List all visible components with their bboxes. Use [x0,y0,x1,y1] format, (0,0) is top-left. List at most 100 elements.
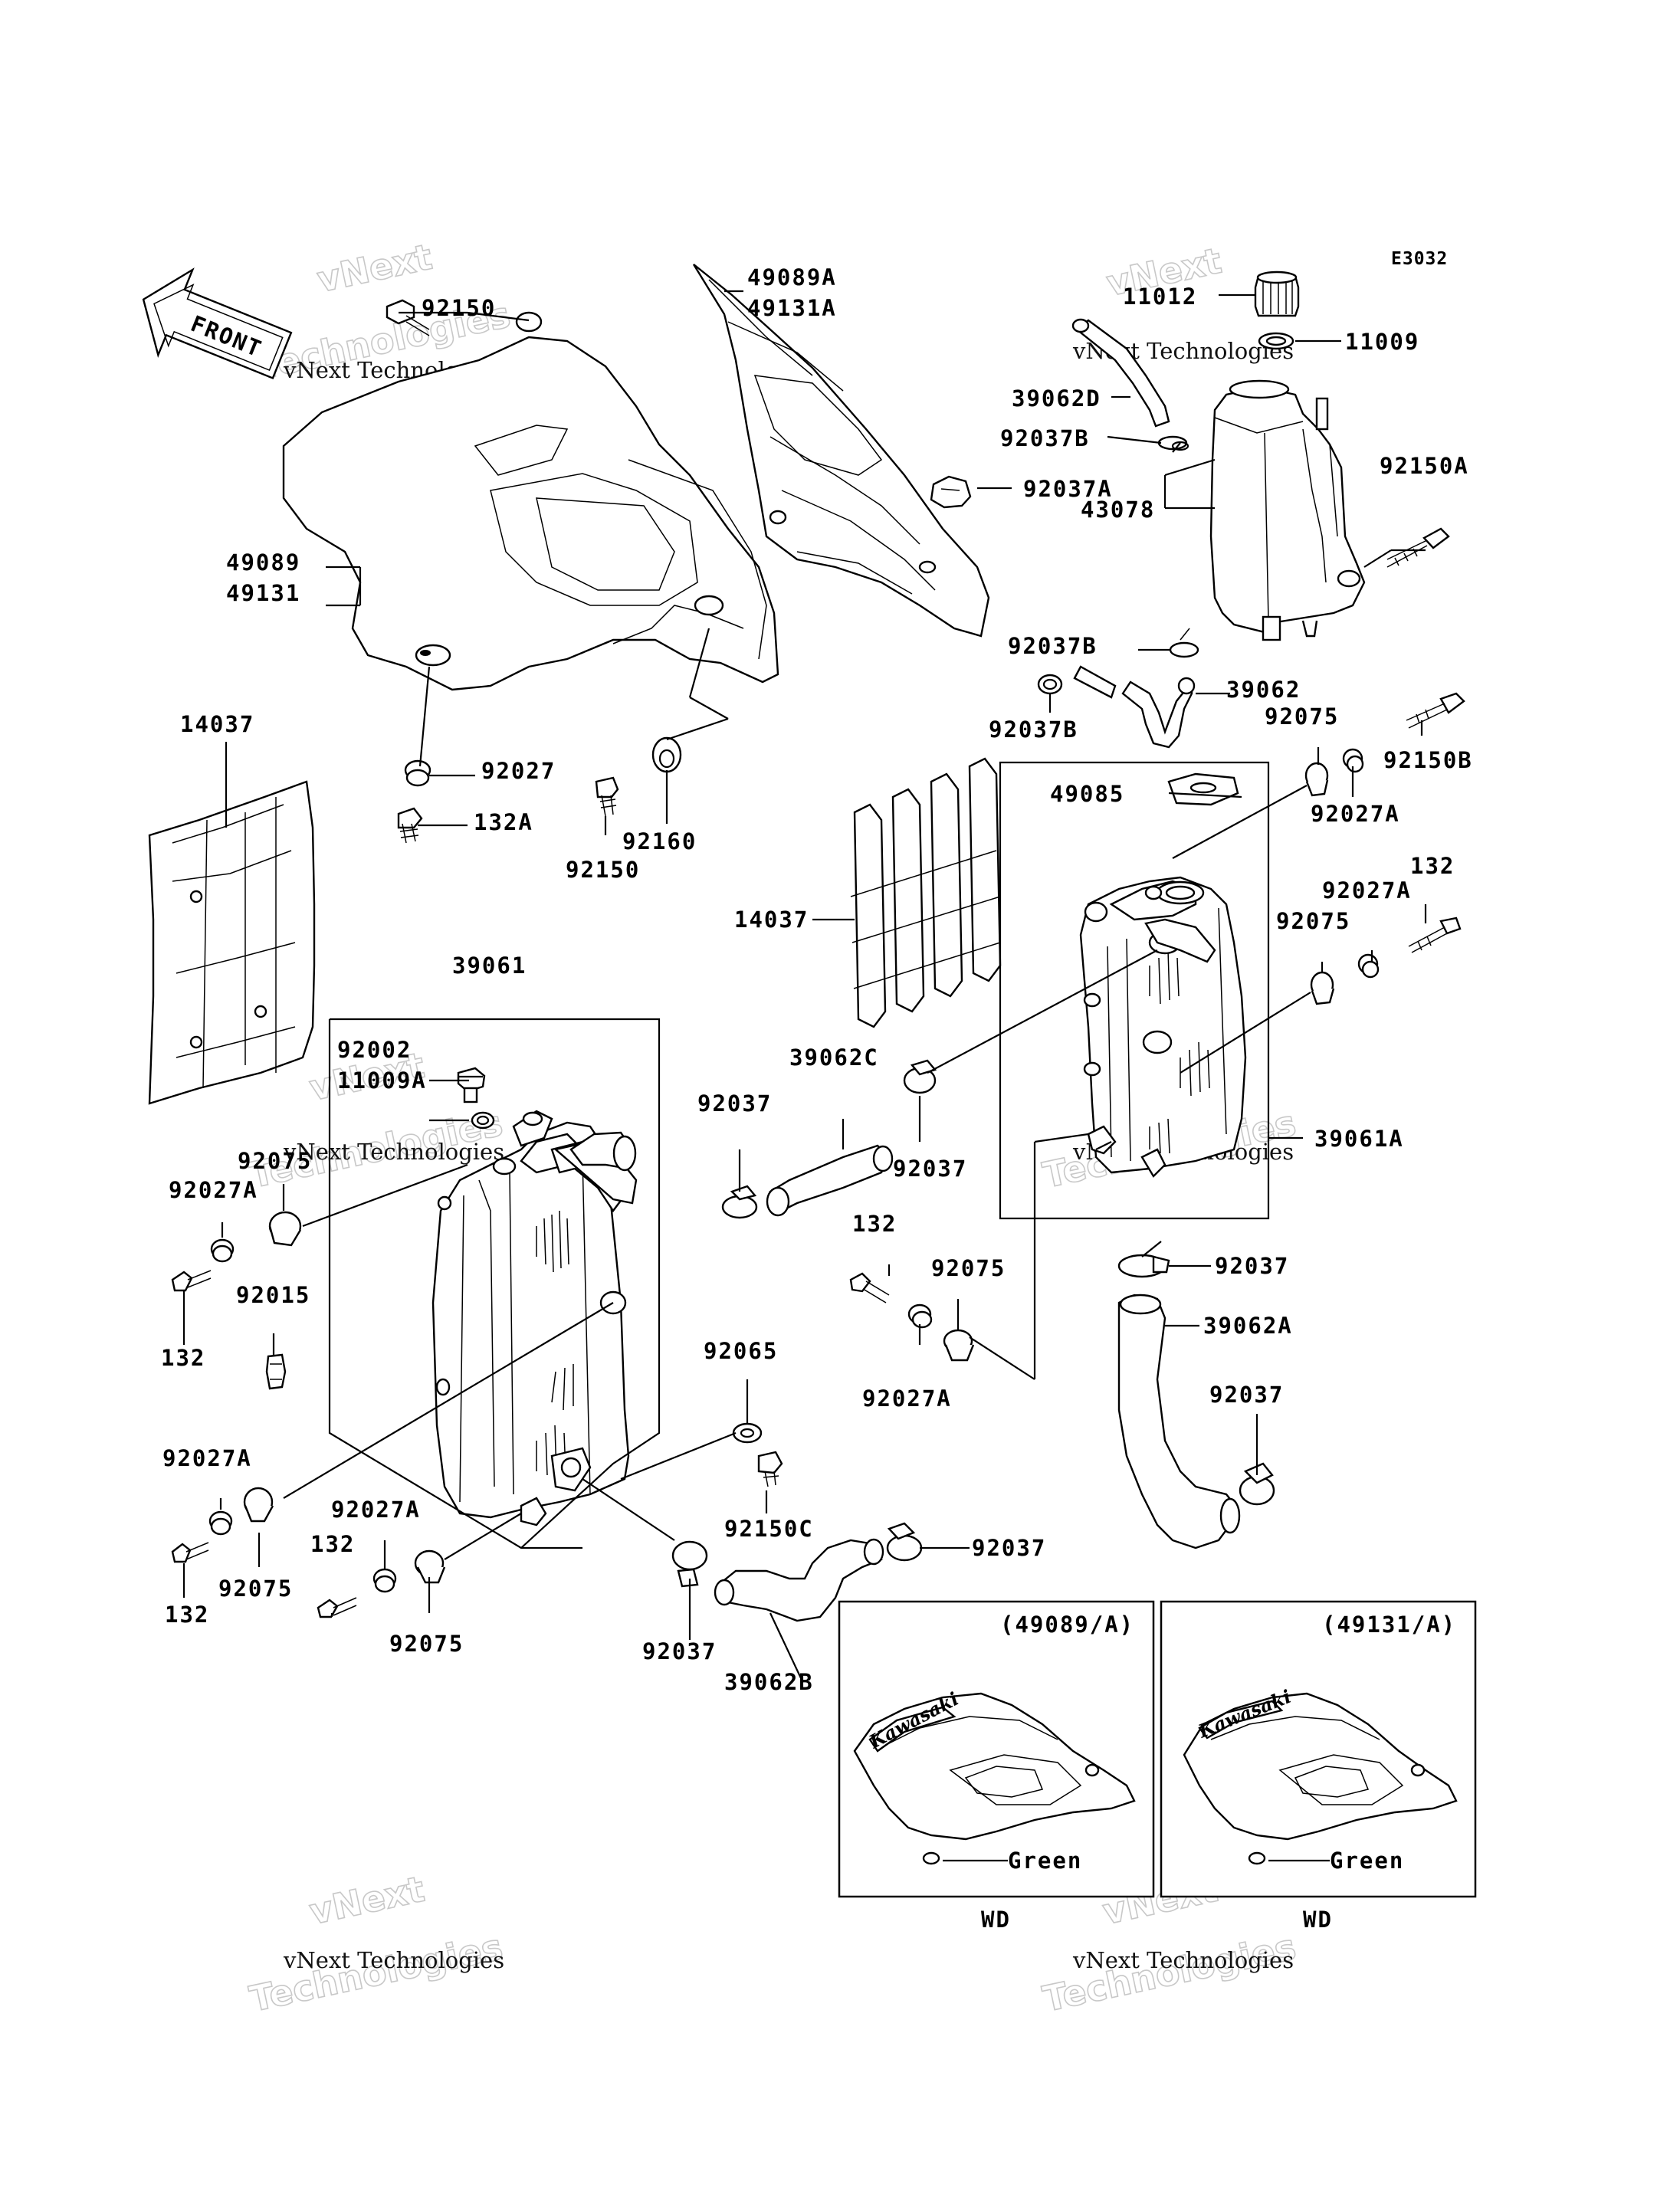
collar-92027A-l3-icon [372,1568,397,1593]
radiator-guard-left [148,780,316,1105]
callout-92037A: 92037A [1023,476,1113,502]
bolt-132-r-icon [1408,917,1462,953]
inset-49131A: (49131/A) Kawasaki Green WD [1160,1600,1477,1933]
inset-right-model: WD [1303,1907,1333,1933]
callout-49131A: 49131A [747,295,837,321]
callout-92037B-low: 92037B [989,716,1078,743]
bracket-39061 [328,1018,661,1549]
callout-49089: 49089 [226,549,300,575]
radiator-shroud-left [282,311,779,691]
radiator-shroud-right [692,264,990,638]
diagram-code: E3032 [1391,249,1448,269]
callout-39062: 39062 [1226,677,1301,703]
watermark-group-5: vNext Technologies [245,1867,507,2021]
callout-92037-r1: 92037 [1215,1253,1289,1279]
bolt-132-l2-icon [171,1542,209,1563]
callout-92150B: 92150B [1383,747,1473,773]
callout-132-l3: 132 [165,1602,209,1628]
grommet-92075-l2-icon [243,1487,274,1523]
clamp-92037A-icon [930,475,972,509]
bolt-132A-icon [397,807,423,844]
callout-132-l1: 132 [161,1345,205,1371]
callout-11012: 11012 [1123,284,1197,310]
callout-39061A: 39061A [1314,1126,1404,1152]
callout-92037-c2: 92037 [893,1156,967,1182]
callout-92027A-l1: 92027A [169,1177,258,1203]
radiator-guard-middle [850,757,1002,1028]
callout-92037-c3: 92037 [642,1638,717,1664]
washer-92065-icon [732,1422,763,1444]
callout-39062A: 39062A [1203,1313,1293,1339]
inset-left-color: Green [1008,1848,1082,1874]
callout-92027A-l3: 92027A [331,1497,421,1523]
leader-lines [182,290,1427,1679]
inset-left-title: (49089/A) [1000,1612,1134,1638]
clamp-92037-c2-icon [903,1059,937,1094]
callout-132-l2: 132 [310,1531,355,1557]
callout-14037-left: 14037 [180,711,254,737]
radiator-left-39061 [431,1110,638,1526]
clamp-92037-r2-icon [1239,1462,1275,1506]
collar-92027A-c-icon [907,1303,933,1329]
radiator-cap-icon [1254,271,1300,317]
callout-92150-mid: 92150 [566,857,640,883]
callout-92075-c: 92075 [931,1255,1006,1281]
callout-92150-top: 92150 [422,295,496,321]
cap-gasket-icon [1258,332,1294,350]
svg-text:vNext: vNext [313,236,435,300]
callout-39062D: 39062D [1012,385,1101,412]
callout-92027A-l2: 92027A [162,1445,252,1471]
callout-92002: 92002 [337,1037,412,1063]
bolt-132-c-icon [849,1272,890,1303]
inset-left-model: WD [981,1907,1011,1933]
bolt-92150C-icon [757,1451,783,1487]
hose-39062-icon [1073,665,1196,749]
callout-39061: 39061 [452,953,527,979]
inset-right-color: Green [1330,1848,1404,1874]
collar-92027A-r1-icon [1342,748,1364,773]
bracket-39061A [999,761,1270,1220]
clamp-92037-c1-icon [721,1185,758,1219]
watermark-text-5: vNext Technologies [283,1947,504,1973]
callout-92037-c1: 92037 [697,1090,772,1117]
bolt-92150-mid-icon [595,776,619,817]
callout-92037B-mid: 92037B [1008,633,1098,659]
callout-92027A-c: 92027A [862,1385,952,1412]
callout-132A: 132A [474,809,533,835]
callout-11009: 11009 [1345,329,1419,355]
callout-92150A: 92150A [1380,453,1469,479]
callout-92027A-r1: 92027A [1311,801,1400,827]
nut-92015-icon [265,1353,287,1390]
front-arrow-icon: FRONT [142,267,293,380]
collar-92027A-l1-icon [210,1238,235,1263]
callout-92037-b: 92037 [972,1535,1046,1561]
grommet-92075-r1-icon [1304,762,1329,797]
grommet-92075-r2-icon [1310,971,1335,1005]
callout-49131: 49131 [226,580,300,606]
callout-39062C: 39062C [789,1044,879,1071]
clamp-92037-c3-icon [671,1540,708,1588]
collar-92027A-r2-icon [1357,953,1380,979]
callout-49089A: 49089A [747,264,837,290]
watermark-text-3: vNext Technologies [283,1139,504,1165]
grommet-92160-icon [651,736,682,773]
clamp-92037B-top-icon [1157,435,1189,451]
mount-49085-icon [1167,772,1239,806]
hose-neck-left-icon [569,1131,637,1172]
callout-labels: 92150 49089A 49131A 11012 11009 39062D 9… [161,264,1473,1695]
grommet-92027-icon [404,759,431,787]
callout-39062B: 39062B [724,1669,814,1695]
inset-right-title: (49131/A) [1322,1612,1456,1638]
callout-132-c: 132 [852,1211,897,1237]
watermark-text-6: vNext Technologies [1072,1947,1294,1973]
callout-92027A-r2: 92027A [1322,877,1412,903]
bolt-92150A-icon [1386,527,1450,568]
clamp-92037-r1-icon [1117,1254,1170,1278]
callout-11009A: 11009A [337,1067,427,1094]
grommet-92075-c-icon [943,1329,975,1362]
inset-49089A: (49089/A) Kawasaki Green WD [838,1600,1155,1933]
callout-92037-r2: 92037 [1209,1382,1284,1408]
grommet-92075-l3-icon [414,1549,446,1584]
